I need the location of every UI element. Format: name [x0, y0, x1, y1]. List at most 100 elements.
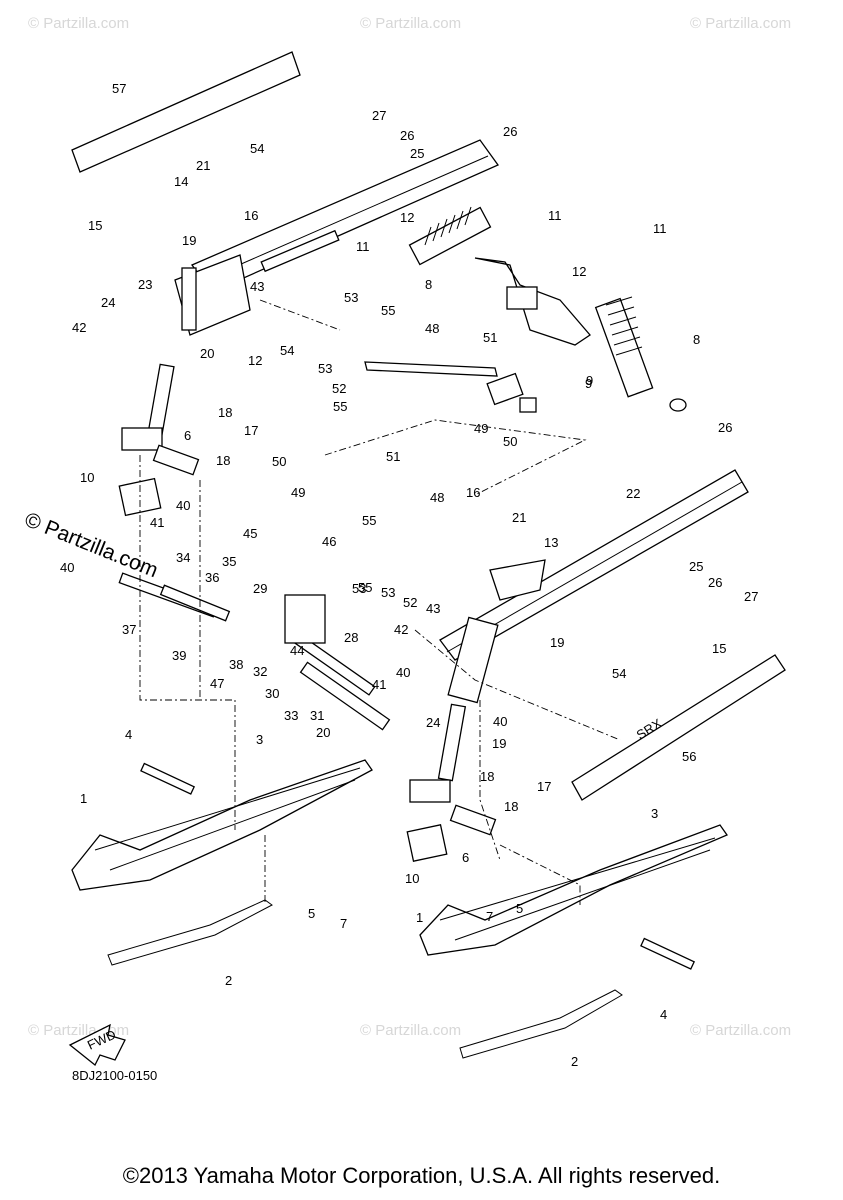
callout-number: 4 — [660, 1007, 667, 1022]
decal-57 — [71, 51, 301, 173]
lower-ski-arm — [439, 469, 749, 661]
callout-number: 9 — [585, 376, 592, 391]
callout-number: 20 — [200, 346, 214, 361]
callout-number: 29 — [253, 581, 267, 596]
callout-number: 45 — [243, 526, 257, 541]
callout-number: 54 — [612, 666, 626, 681]
callout-number: 4 — [125, 727, 132, 742]
ski-right — [419, 824, 728, 1059]
callout-number: 26 — [400, 128, 414, 143]
ski-left — [71, 759, 373, 966]
callout-number: 8 — [693, 332, 700, 347]
callout-number: 55 — [333, 399, 347, 414]
callout-number: 26 — [708, 575, 722, 590]
diagram-code: 8DJ2100-0150 — [72, 1068, 158, 1083]
callout-number: 15 — [88, 218, 102, 233]
callout-number: 5 — [516, 901, 523, 916]
lower-rod-39 — [159, 584, 231, 622]
callout-number: 12 — [248, 353, 262, 368]
callout-number: 52 — [332, 381, 346, 396]
callout-number: 53 — [318, 361, 332, 376]
callout-number: 7 — [486, 909, 493, 924]
callout-number: 7 — [340, 916, 347, 931]
callout-number: 2 — [571, 1054, 578, 1069]
bolt-4-left — [140, 762, 196, 795]
forward-arrow-icon: FWD — [68, 1023, 126, 1067]
callout-number: 35 — [222, 554, 236, 569]
callout-number: 26 — [503, 124, 517, 139]
callout-number: 19 — [492, 736, 506, 751]
tie-rod-31 — [299, 661, 391, 731]
watermark-layer: © Partzilla.com © Partzilla.com © Partzi… — [28, 15, 791, 1039]
copyright-footer: ©2013 Yamaha Motor Corporation, U.S.A. A… — [122, 1163, 721, 1188]
callout-number: 44 — [290, 643, 304, 658]
callout-number: 28 — [344, 630, 358, 645]
callout-number: 42 — [72, 320, 86, 335]
arm-bracket-13 — [489, 559, 546, 601]
callout-number: 26 — [718, 420, 732, 435]
shock-absorber-upper — [408, 206, 492, 266]
rod-block-50 — [519, 397, 537, 413]
shock-absorber-right — [594, 296, 687, 412]
callout-number: 11 — [653, 221, 667, 236]
callout-number: 5 — [308, 906, 315, 921]
callout-number: 14 — [174, 174, 188, 189]
callout-number: 13 — [544, 535, 558, 550]
callout-number: 6 — [462, 850, 469, 865]
callout-number: 43 — [426, 601, 440, 616]
callout-number: 11 — [548, 208, 562, 223]
callout-number: 46 — [322, 534, 336, 549]
callout-number: 53 — [344, 290, 358, 305]
callout-number: 9 — [586, 373, 593, 388]
callout-number: 43 — [250, 279, 264, 294]
callout-number: 53 — [381, 585, 395, 600]
callout-number: 3 — [256, 732, 263, 747]
callout-number: 55 — [381, 303, 395, 318]
spindle-housing — [181, 267, 197, 331]
callout-number: 23 — [138, 277, 152, 292]
callout-number: 20 — [316, 725, 330, 740]
callout-number: 48 — [430, 490, 444, 505]
callout-number: 50 — [272, 454, 286, 469]
bolt-4-right — [640, 937, 696, 970]
callout-number: 3 — [651, 806, 658, 821]
callout-number: 41 — [372, 677, 386, 692]
watermark-text: © Partzilla.com — [28, 15, 129, 32]
callout-number: 18 — [480, 769, 494, 784]
callout-number: 8 — [425, 277, 432, 292]
callout-number: 54 — [280, 343, 294, 358]
callout-number: 52 — [403, 595, 417, 610]
callout-number: 32 — [253, 664, 267, 679]
callout-number: 40 — [176, 498, 190, 513]
callout-number: 18 — [504, 799, 518, 814]
callout-number: 1 — [80, 791, 87, 806]
callout-number: 55 — [362, 513, 376, 528]
rod-plate-49 — [486, 372, 524, 406]
callout-number: 40 — [493, 714, 507, 729]
callout-number: 56 — [682, 749, 696, 764]
callout-number: 10 — [405, 871, 419, 886]
callout-number: 24 — [101, 295, 115, 310]
spindle-right — [406, 616, 499, 862]
callout-number: 39 — [172, 648, 186, 663]
callout-number: 34 — [176, 550, 190, 565]
watermark-text: © Partzilla.com — [360, 15, 461, 32]
callout-number: 16 — [466, 485, 480, 500]
callout-number: 18 — [216, 453, 230, 468]
callout-number: 17 — [244, 423, 258, 438]
callout-number: 16 — [244, 208, 258, 223]
callout-number: 12 — [572, 264, 586, 279]
decal-56 — [571, 654, 786, 801]
callout-number: 21 — [196, 158, 210, 173]
callout-number: 6 — [184, 428, 191, 443]
callout-number: 15 — [712, 641, 726, 656]
tie-rod-upper — [364, 361, 498, 377]
callout-number: 30 — [265, 686, 279, 701]
callout-number: 11 — [356, 239, 370, 254]
callout-number: 57 — [112, 81, 126, 96]
watermark-text: © Partzilla.com — [690, 15, 791, 32]
steering-plate — [284, 594, 326, 644]
callout-number: 17 — [537, 779, 551, 794]
